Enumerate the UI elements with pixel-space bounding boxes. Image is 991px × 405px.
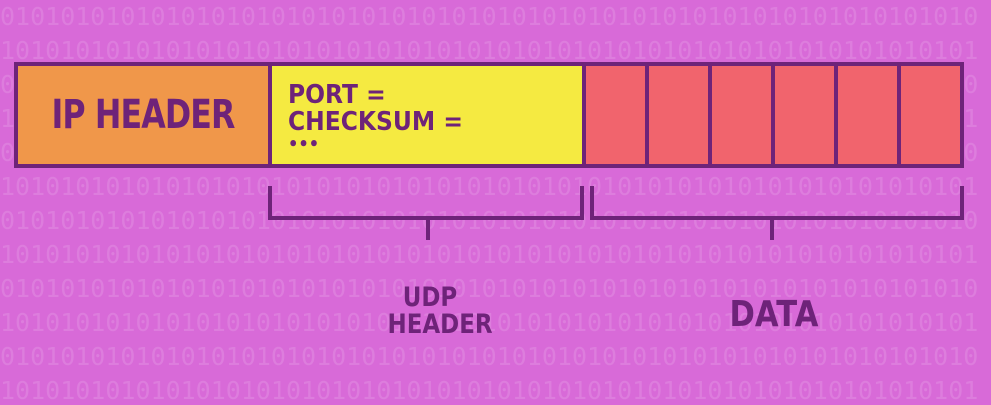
data-cell	[586, 66, 649, 164]
data-cell	[712, 66, 775, 164]
packet-diagram: IP HEADER PORT = CHECKSUM = •••	[14, 62, 964, 168]
udp-caption-line1: UDP	[402, 282, 458, 313]
udp-header-block: PORT = CHECKSUM = •••	[272, 66, 586, 164]
more-fields-ellipsis: •••	[288, 134, 320, 155]
data-caption: DATA	[729, 294, 819, 335]
udp-header-caption: UDP HEADER	[387, 282, 493, 340]
data-block	[586, 66, 960, 164]
data-cell	[901, 66, 960, 164]
checksum-field: CHECKSUM =	[288, 107, 463, 137]
data-cell	[775, 66, 838, 164]
ip-header-block: IP HEADER	[18, 66, 272, 164]
data-cell	[649, 66, 712, 164]
ip-header-label: IP HEADER	[51, 92, 235, 138]
data-cell	[838, 66, 901, 164]
udp-caption-line2: HEADER	[387, 309, 493, 340]
port-field: PORT =	[288, 80, 386, 110]
